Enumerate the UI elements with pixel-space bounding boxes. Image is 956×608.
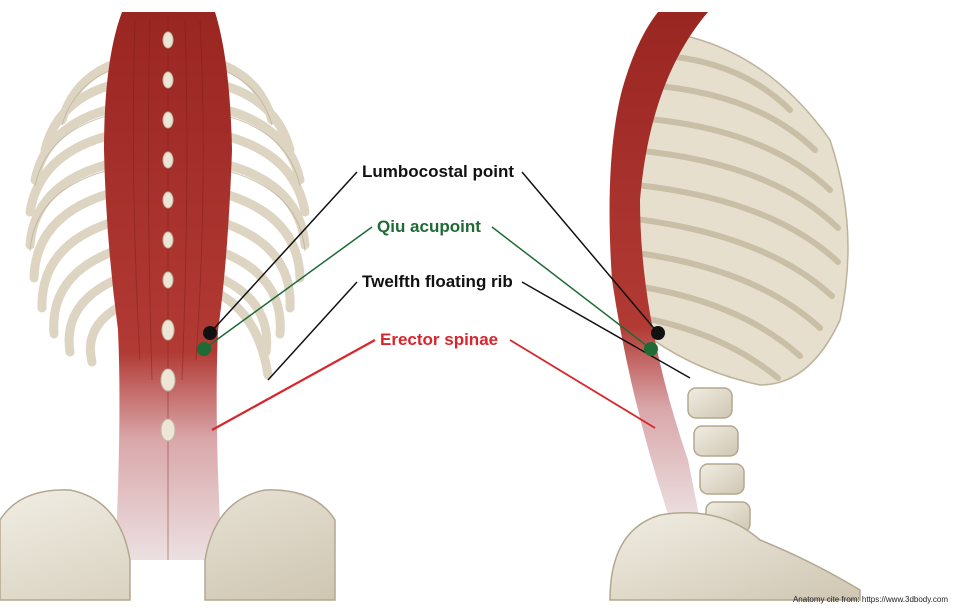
twelfth-floating-rib-label: Twelfth floating rib	[362, 272, 513, 292]
qiu-acupoint-marker-right	[644, 342, 658, 356]
pelvis-lateral	[610, 513, 860, 600]
posterior-view	[0, 12, 335, 600]
erector-leader-left	[212, 340, 375, 430]
qiu-acupoint-marker-left	[197, 342, 211, 356]
lumbocostal-point-label: Lumbocostal point	[362, 162, 514, 182]
lumbocostal-point-marker-right	[651, 326, 665, 340]
qiu-acupoint-label: Qiu acupoint	[377, 217, 481, 237]
lumbocostal-point-marker-left	[203, 326, 217, 340]
anatomy-credit: Anatomy cite from: https://www.3dbody.co…	[793, 595, 948, 604]
lateral-view	[610, 12, 860, 600]
erector-spinae-label: Erector spinae	[380, 330, 498, 350]
